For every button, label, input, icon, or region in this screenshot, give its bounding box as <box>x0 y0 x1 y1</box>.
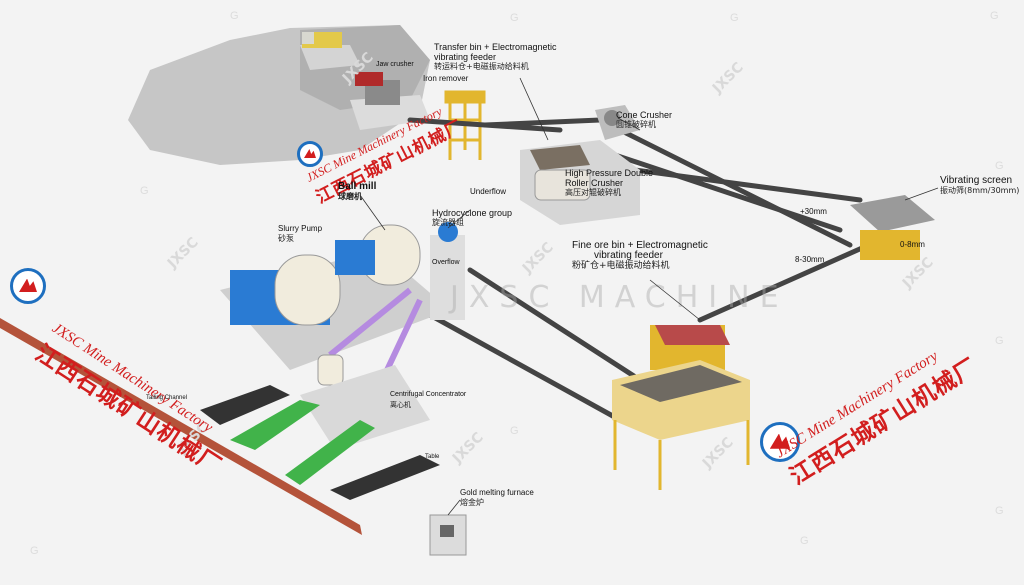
label-size-0-8: 0-8mm <box>900 240 925 249</box>
center-watermark: JXSC MACHINE <box>450 280 789 315</box>
label-hydrocyclone: Hydrocyclone group 旋流器组 <box>432 208 513 227</box>
watermark-dot: G <box>995 160 1004 172</box>
brand-logo-icon <box>297 141 323 167</box>
boundary-wall <box>0 318 362 535</box>
label-transfer-feeder: Transfer bin + Electromagnetic vibrating… <box>434 42 557 71</box>
watermark-dot: G <box>30 545 39 557</box>
label-vibrating-screen: Vibrating screen 振动筛(8mm/30mm) <box>940 175 1020 196</box>
watermark-dot: G <box>990 10 999 22</box>
label-tailing-channel: Tailing Channel <box>146 395 188 401</box>
fine-ore-bin <box>612 325 750 490</box>
shaking-tables <box>200 385 440 500</box>
label-size-30: +30mm <box>800 207 827 216</box>
label-double-roller: High Pressure Double Roller Crusher 高压对辊… <box>565 168 654 197</box>
watermark-dot: G <box>995 505 1004 517</box>
label-fine-ore-bin: Fine ore bin + Electromagnetic vibrating… <box>572 240 708 272</box>
watermark-dot: G <box>995 335 1004 347</box>
centrifugal-concentrators <box>300 287 430 450</box>
watermark-dot: G <box>510 12 519 24</box>
quarry-hill <box>128 25 430 165</box>
gold-furnace <box>429 514 467 556</box>
label-iron-remover: Iron remover <box>423 74 469 83</box>
watermark-dot: G <box>730 12 739 24</box>
hydrocyclone-tower <box>430 222 465 320</box>
label-jaw-crusher: Jaw crusher <box>376 61 414 68</box>
watermark-dot: G <box>230 10 239 22</box>
brand-logo-icon <box>10 268 46 304</box>
label-underflow: Underflow <box>470 187 507 196</box>
watermark-dot: G <box>800 535 809 547</box>
label-table: Table <box>425 454 440 460</box>
label-cone-crusher: Cone Crusher 圆锥破碎机 <box>616 110 673 129</box>
label-ball-mill: Ball mill 球磨机 <box>338 181 377 202</box>
watermark-dot: G <box>140 185 149 197</box>
label-centrifugal: Centrifugal Concentrator 离心机 <box>390 391 467 409</box>
vibrating-screen <box>850 195 935 260</box>
brand-logo-icon <box>760 422 800 462</box>
watermark-dot: G <box>510 425 519 437</box>
cone-crusher <box>595 105 640 140</box>
label-gold-furnace: Gold melting furnace 熔金炉 <box>460 488 534 507</box>
ball-mill-group <box>220 224 450 370</box>
label-overflow: Overflow <box>432 259 460 266</box>
label-slurry-pump: Slurry Pump 砂泵 <box>278 224 323 243</box>
label-size-8-30: 8-30mm <box>795 255 825 264</box>
double-roller-crusher <box>520 140 640 225</box>
